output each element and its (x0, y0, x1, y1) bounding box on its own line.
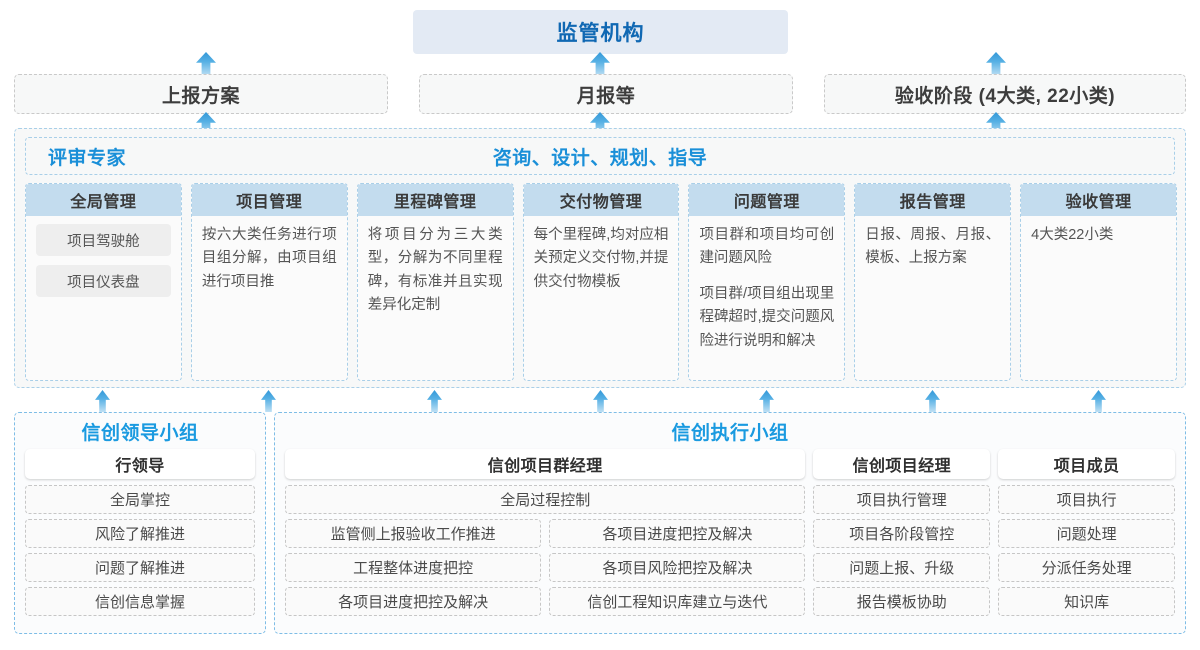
report-box-monthly: 月报等 (419, 74, 793, 114)
column-body: 按六大类任务进行项目组分解，由项目组进行项目推 (192, 216, 347, 380)
column-title: 问题管理 (689, 184, 845, 216)
project-manager-block: 信创项目经理 项目执行管理 项目各阶段管控 问题上报、升级 报告模板协助 (813, 449, 991, 616)
task-item: 工程整体进度把控 (285, 553, 542, 582)
task-item: 项目各阶段管控 (813, 519, 991, 548)
consulting-panel-header: 评审专家 咨询、设计、规划、指导 (25, 137, 1175, 175)
exec-group-panel: 信创执行小组 信创项目群经理 全局过程控制 监管侧上报验收工作推进 工程整体进度… (274, 412, 1186, 634)
column-body: 日报、周报、月报、模板、上报方案 (855, 216, 1010, 380)
exec-group-columns: 信创项目群经理 全局过程控制 监管侧上报验收工作推进 工程整体进度把控 各项目进… (285, 449, 1175, 616)
arrow-up-col-4 (593, 390, 608, 412)
column-project-management: 项目管理 按六大类任务进行项目组分解，由项目组进行项目推 (190, 183, 348, 381)
column-body: 4大类22小类 (1021, 216, 1176, 380)
task-item: 风险了解推进 (25, 519, 255, 548)
column-title: 里程碑管理 (357, 184, 513, 216)
task-item: 报告模板协助 (813, 587, 991, 616)
column-report-management: 报告管理 日报、周报、月报、模板、上报方案 (854, 183, 1012, 381)
report-box-acceptance: 验收阶段 (4大类, 22小类) (824, 74, 1186, 114)
task-item-full: 全局过程控制 (285, 485, 806, 514)
program-manager-role-header: 信创项目群经理 (285, 449, 806, 479)
task-item: 各项目进度把控及解决 (549, 519, 806, 548)
task-item: 信创信息掌握 (25, 587, 255, 616)
management-columns: 全局管理 项目驾驶舱 项目仪表盘 项目管理 按六大类任务进行项目组分解，由项目组… (25, 183, 1178, 381)
column-global-management: 全局管理 项目驾驶舱 项目仪表盘 (25, 183, 182, 381)
report-label-plan: 上报方案 (161, 85, 240, 107)
task-item: 项目执行 (998, 485, 1175, 514)
column-issue-management: 问题管理 项目群和项目均可创建问题风险 项目群/项目组出现里程碑超时,提交问题风… (688, 183, 846, 381)
program-manager-left-tasks: 监管侧上报验收工作推进 工程整体进度把控 各项目进度把控及解决 (285, 519, 542, 616)
task-item: 分派任务处理 (998, 553, 1175, 582)
arrow-up-report-1 (196, 52, 216, 76)
column-description: 按六大类任务进行项目组分解，由项目组进行项目推 (201, 227, 337, 290)
arrow-up-col-5 (759, 390, 774, 412)
program-manager-subcolumns: 监管侧上报验收工作推进 工程整体进度把控 各项目进度把控及解决 各项目进度把控及… (285, 519, 806, 616)
pill-item: 项目驾驶舱 (36, 224, 171, 256)
task-item: 全局掌控 (25, 485, 255, 514)
arrow-up-col-3 (427, 390, 442, 412)
column-description: 日报、周报、月报、模板、上报方案 (865, 227, 1001, 267)
task-item: 知识库 (998, 587, 1175, 616)
project-member-block: 项目成员 项目执行 问题处理 分派任务处理 知识库 (998, 449, 1175, 616)
project-member-role-header: 项目成员 (998, 449, 1175, 479)
column-title: 报告管理 (855, 184, 1011, 216)
review-experts-label: 评审专家 (48, 147, 127, 169)
report-label-monthly: 月报等 (576, 85, 636, 107)
arrow-up-report-2 (590, 52, 610, 76)
column-acceptance-management: 验收管理 4大类22小类 (1020, 183, 1178, 381)
arrow-up-col-6 (925, 390, 940, 412)
consulting-services-label: 咨询、设计、规划、指导 (492, 147, 708, 169)
task-item: 问题了解推进 (25, 553, 255, 582)
column-body: 项目驾驶舱 项目仪表盘 (26, 216, 181, 380)
arrow-up-col-7 (1091, 390, 1106, 412)
column-deliverable-management: 交付物管理 每个里程碑,均对应相关预定义交付物,并提供交付物模板 (522, 183, 680, 381)
arrow-up-col-1 (95, 390, 110, 412)
task-item: 各项目风险把控及解决 (549, 553, 806, 582)
project-manager-role-header: 信创项目经理 (813, 449, 991, 479)
leader-group-title: 信创领导小组 (81, 423, 199, 444)
report-row: 上报方案 月报等 验收阶段 (4大类, 22小类) (14, 74, 1186, 114)
column-body: 项目群和项目均可创建问题风险 项目群/项目组出现里程碑超时,提交问题风险进行说明… (689, 216, 844, 380)
column-title: 验收管理 (1021, 184, 1177, 216)
arrow-up-col-2 (261, 390, 276, 412)
program-manager-block: 信创项目群经理 全局过程控制 监管侧上报验收工作推进 工程整体进度把控 各项目进… (285, 449, 806, 616)
arrow-up-report-3 (986, 52, 1006, 76)
pill-item: 项目仪表盘 (36, 265, 171, 297)
leader-group-panel: 信创领导小组 行领导 全局掌控 风险了解推进 问题了解推进 信创信息掌握 (14, 412, 266, 634)
consulting-panel: 评审专家 咨询、设计、规划、指导 全局管理 项目驾驶舱 项目仪表盘 项目管理 按… (14, 128, 1186, 388)
task-item: 监管侧上报验收工作推进 (285, 519, 542, 548)
column-milestone-management: 里程碑管理 将项目分为三大类型，分解为不同里程碑，有标准并且实现差异化定制 (356, 183, 514, 381)
column-body: 每个里程碑,均对应相关预定义交付物,并提供交付物模板 (524, 216, 679, 380)
task-item: 问题上报、升级 (813, 553, 991, 582)
column-description: 项目群和项目均可创建问题风险 (699, 227, 835, 267)
exec-group-title: 信创执行小组 (671, 423, 789, 444)
column-description: 项目群/项目组出现里程碑超时,提交问题风险进行说明和解决 (699, 285, 835, 349)
leader-role-header: 行领导 (25, 449, 255, 479)
regulator-label: 监管机构 (556, 22, 645, 45)
column-description: 每个里程碑,均对应相关预定义交付物,并提供交付物模板 (533, 227, 669, 290)
task-item: 问题处理 (998, 519, 1175, 548)
task-item: 信创工程知识库建立与迭代 (549, 587, 806, 616)
report-box-plan: 上报方案 (14, 74, 388, 114)
task-item: 各项目进度把控及解决 (285, 587, 542, 616)
column-title: 交付物管理 (523, 184, 679, 216)
column-description: 将项目分为三大类型，分解为不同里程碑，有标准并且实现差异化定制 (367, 227, 503, 314)
column-description: 4大类22小类 (1031, 227, 1114, 243)
column-title: 项目管理 (191, 184, 347, 216)
column-body: 将项目分为三大类型，分解为不同里程碑，有标准并且实现差异化定制 (358, 216, 513, 380)
column-title: 全局管理 (26, 184, 181, 216)
program-manager-right-tasks: 各项目进度把控及解决 各项目风险把控及解决 信创工程知识库建立与迭代 (549, 519, 806, 616)
report-label-acceptance: 验收阶段 (4大类, 22小类) (894, 85, 1116, 107)
regulator-box: 监管机构 (413, 10, 788, 54)
task-item: 项目执行管理 (813, 485, 991, 514)
